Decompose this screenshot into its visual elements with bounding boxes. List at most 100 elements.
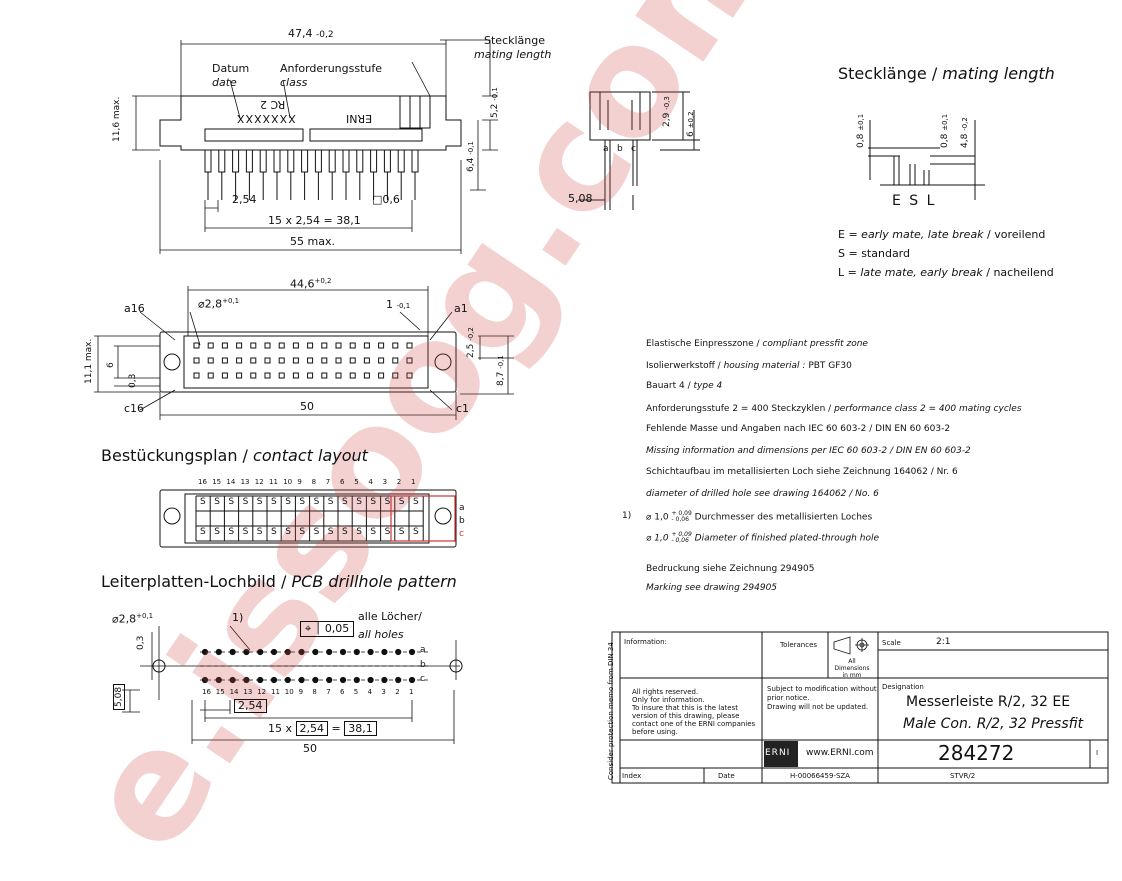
contact-number: 7 [325,478,331,486]
contact-number: 5 [354,478,359,486]
contact-cell: S [398,527,405,537]
pcb-hole [201,676,209,684]
pcb-title: Leiterplatten-Lochbild / PCB drillhole p… [101,572,457,591]
pcb-hole [215,676,222,684]
top-dim-52: 5,2 -0,1 [490,87,500,118]
front-contact-hole [406,342,413,349]
front-dim-1: 1 -0,1 [386,298,411,311]
tb-side-note: Consider protection memo from DIN 34 [607,642,615,780]
pcb-hole [408,648,416,656]
front-dim-6: 6 [106,362,116,368]
front-contact-hole [363,357,370,364]
pcb-number: 4 [367,688,373,696]
contact-cell: S [256,527,263,537]
top-pin [245,149,253,173]
pcb-dim-254: 2,54 [234,699,267,713]
front-contact-hole [392,342,399,349]
pcb-dim-28: ⌀2,8+0,1 [112,612,154,626]
contact-cell: S [384,497,391,507]
marking-note-de: Bedruckung siehe Zeichnung 294905 [646,564,815,574]
drawing-linework [94,39,1109,784]
pcb-hole [326,676,333,684]
pcb-hole [395,648,402,656]
front-dim-111: 11,1 max. [84,338,94,384]
front-a1: a1 [454,302,468,315]
top-dim-55: 55 max. [290,235,335,248]
contact-cell: S [370,497,377,507]
pcb-hole [243,676,250,684]
tb-rights-line: Only for information. [632,696,705,704]
front-contact-hole [236,342,243,349]
side-dim-6: 6 ±0,2 [686,111,696,137]
pcb-hole [201,648,209,656]
contact-number: 15 [212,478,222,486]
front-contact-hole [363,342,370,349]
tb-tolerances: Tolerances [780,641,818,649]
contact-row-b: b [459,516,465,526]
tb-stvr: STVR/2 [950,772,976,780]
mating-dim-48: 4,8 -0,2 [960,117,970,148]
top-view-dims [132,39,498,254]
top-dim-06: □0,6 [372,193,400,206]
marking-note-en: Marking see drawing 294905 [646,583,778,593]
pcb-hole [312,676,319,684]
pcb-hole [284,648,291,656]
front-contact-hole [278,357,285,364]
front-contact-hole [335,357,342,364]
pcb-hole [353,676,360,684]
front-contact-hole [378,357,385,364]
pcb-hole [270,648,278,656]
pcb-hole [284,676,291,684]
pcb-hole [215,648,222,656]
front-contact-hole [250,342,257,349]
top-pin [328,149,336,173]
mating-dim-08a: 0,8 ±0,1 [856,113,866,148]
note-6: Schichtaufbau im metallisierten Loch sie… [646,467,958,477]
front-contact-hole [221,357,228,364]
side-row-a: a [603,144,609,154]
pcb-number: 6 [340,688,345,696]
tb-designation-label: Designation [882,683,924,691]
contact-cell: S [327,497,334,507]
front-contact-hole [250,372,257,379]
tb-url[interactable]: www.ERNI.com [806,748,874,758]
front-contact-hole [250,357,257,364]
pcb-number: 8 [312,688,317,696]
tolerance-symbol [833,636,869,655]
mating-legend-e: E = early mate, late break / voreilend [838,228,1046,241]
pcb-number: 5 [353,688,359,696]
contact-cell: S [313,527,320,537]
front-dim-25: 2,5 -0,2 [466,327,476,358]
contact-number: 11 [269,478,278,486]
tb-subject-line: Subject to modification without [767,685,877,693]
front-dim-03: 0,3 [128,373,138,388]
mating-legend-l: L = late mate, early break / nacheilend [838,266,1054,279]
front-contact-hole [264,357,271,364]
pcb-pattern-lines [122,625,460,744]
front-contact-hole [392,357,399,364]
pcb-hole [353,648,360,656]
contact-cell: S [327,527,334,537]
front-contact-hole [406,357,413,364]
pcb-number: 15 [215,688,225,696]
front-contact-hole [207,342,214,349]
tb-subject-line: Drawing will not be updated. [767,703,869,711]
top-pin [273,149,281,173]
pcb-hole [326,648,333,656]
hole-note-de: ⌀ 1,0 + 0,09- 0,06 Durchmesser des metal… [646,510,873,523]
front-contact-hole [236,372,243,379]
contact-cell: S [413,527,419,537]
pcb-tol-frame: ⌖ │ 0,05 [300,621,355,637]
top-marking-erni: ERNI [346,112,373,125]
note-4: Fehlende Masse und Angaben nach IEC 60 6… [646,424,951,434]
front-a16: a16 [124,302,145,315]
top-dim-254: 2,54 [232,193,257,206]
contact-cell: S [370,527,377,537]
front-contact-hole [278,372,285,379]
front-contact-hole [292,372,299,379]
tb-designation-en: Male Con. R/2, 32 Pressfit [903,716,1084,732]
pcb-number: 2 [395,688,400,696]
pcb-hole [339,648,347,656]
contact-cell: S [200,497,206,507]
top-pin [301,149,309,173]
